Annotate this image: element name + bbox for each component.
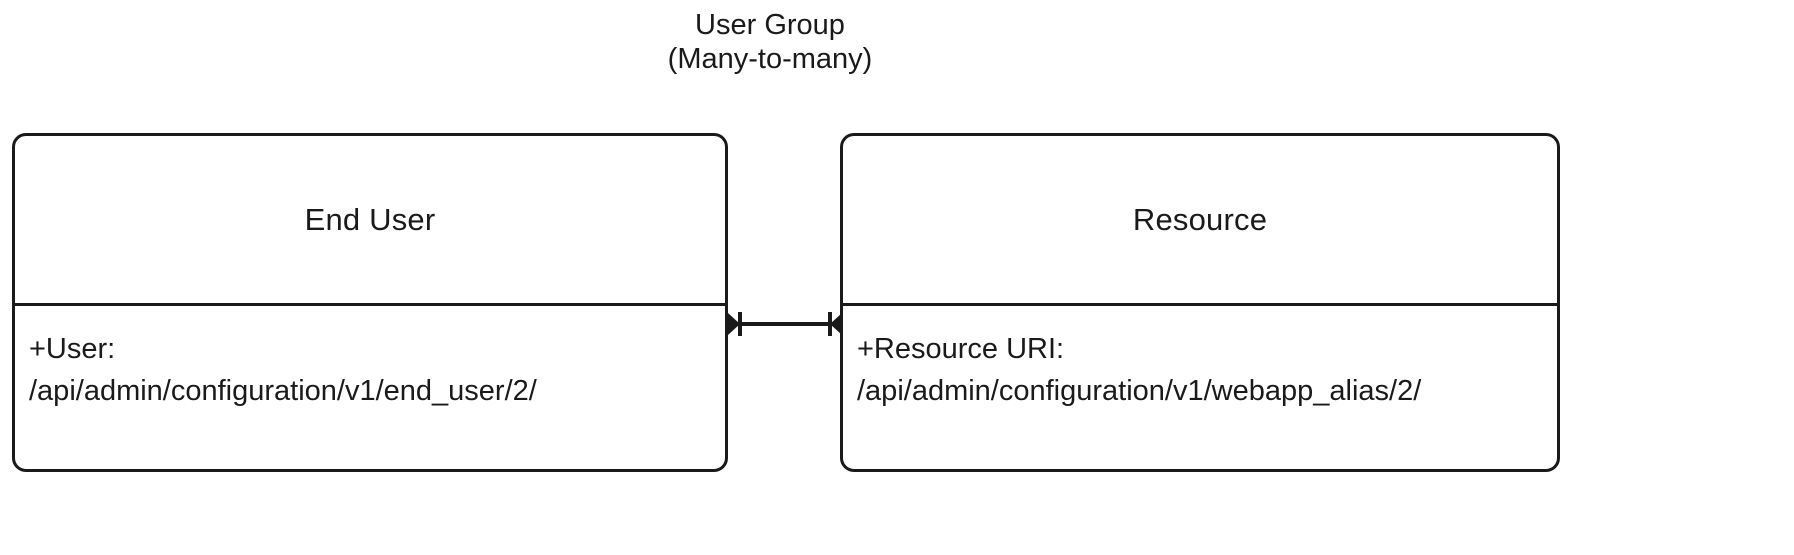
relationship-cardinality: (Many-to-many)	[667, 43, 873, 75]
entity-box-resource[interactable]: Resource +Resource URI: /api/admin/confi…	[840, 133, 1560, 472]
entity-title-section-end-user: End User	[15, 136, 725, 306]
entity-body-section-end-user: +User: /api/admin/configuration/v1/end_u…	[15, 306, 725, 412]
entity-title-section-resource: Resource	[843, 136, 1557, 306]
attribute-name-resource-uri: +Resource URI:	[857, 333, 1065, 365]
entity-title-end-user: End User	[304, 201, 436, 237]
attribute-name-user: +User:	[29, 333, 116, 365]
table-row: +Resource URI: /api/admin/configuration/…	[857, 328, 1557, 412]
entity-body-section-resource: +Resource URI: /api/admin/configuration/…	[843, 306, 1557, 412]
attribute-value-resource-uri: /api/admin/configuration/v1/webapp_alias…	[857, 375, 1422, 407]
attribute-row: +User: /api/admin/configuration/v1/end_u…	[29, 328, 725, 412]
association-connector[interactable]	[722, 306, 848, 342]
relationship-caption: User Group (Many-to-many)	[470, 8, 1070, 76]
entity-title-resource: Resource	[1132, 201, 1268, 237]
left-arrowhead-icon	[728, 313, 740, 335]
attribute-value-user-uri: /api/admin/configuration/v1/end_user/2/	[29, 375, 537, 407]
right-arrowhead-icon	[830, 313, 842, 335]
relationship-name: User Group	[695, 9, 845, 41]
entity-box-end-user[interactable]: End User +User: /api/admin/configuration…	[12, 133, 728, 472]
